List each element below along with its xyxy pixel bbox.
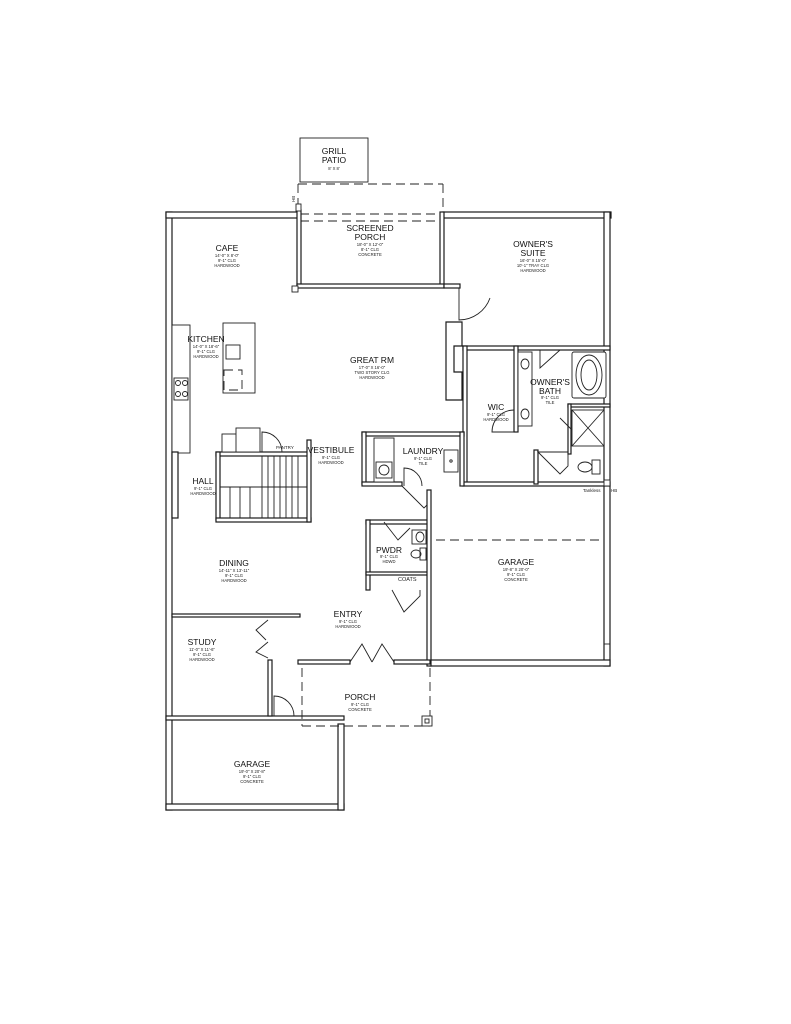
cafe-ceiling: 9'-1" CLG	[218, 258, 236, 263]
laundry-floor: TILE	[419, 461, 428, 466]
hall-ceiling: 9'-1" CLG	[194, 486, 212, 491]
pantry-label: PANTRY	[276, 445, 294, 450]
garage-main-label: GARAGE	[498, 557, 535, 567]
cafe-label: CAFE	[216, 243, 239, 253]
kitchen-dim: 14'-0" X 18'-6"	[193, 344, 220, 349]
garage-side-ceiling: 9'-1" CLG	[243, 774, 261, 779]
grill-patio: GRILL PATIO 8' X 8'	[299, 137, 369, 183]
grill-patio-dim: 8' X 8'	[328, 166, 340, 171]
screened-porch-ceiling: 8'-1" CLG	[361, 247, 379, 252]
hall-floor: HARDWOOD	[190, 491, 215, 496]
porch-ceiling: 9'-1" CLG	[351, 702, 369, 707]
cafe-dim: 14'-0" X 8'-0"	[215, 253, 240, 258]
owners-bath-ceiling: 9'-1" CLG	[541, 395, 559, 400]
study-dim: 11'-0" X 11'-6"	[189, 647, 215, 652]
dining-dim: 14'-11" X 13'-11"	[219, 568, 250, 573]
vestibule-label: VESTIBULE	[308, 445, 355, 455]
pwdr-ceiling: 9'-1" CLG	[380, 554, 398, 559]
garage-main-floor: CONCRETE	[504, 577, 528, 582]
owners-bath-label-2: BATH	[539, 386, 561, 396]
dining-floor: HARDWOOD	[221, 578, 246, 583]
front-porch: PORCH 9'-1" CLG CONCRETE	[301, 668, 433, 727]
owners-bath-label-1: OWNER'S	[530, 377, 570, 387]
study-label: STUDY	[188, 637, 217, 647]
porch-floor: CONCRETE	[348, 707, 372, 712]
entry-ceiling: 9'-1" CLG	[339, 619, 357, 624]
owners-wing: OWNER'S SUITE 16'-0" X 15'-0" 10'-1" TRA…	[462, 239, 617, 493]
garage-side-label: GARAGE	[234, 759, 271, 769]
study-floor: HARDWOOD	[189, 657, 214, 662]
pwdr-label: PWDR	[376, 545, 402, 555]
owners-bath-floor: TILE	[546, 400, 555, 405]
kitchen-area: CAFE 14'-0" X 8'-0" 9'-1" CLG HARDWOOD K…	[171, 243, 256, 454]
tankless-note: Tankless	[583, 488, 601, 493]
great-room: GREAT RM 17'-0" X 16'-0" TWO STORY CLG H…	[350, 321, 463, 401]
garage-side-dim: 19'-0" X 20'-8"	[239, 769, 266, 774]
vestibule-floor: HARDWOOD	[318, 460, 343, 465]
exterior-walls	[165, 211, 612, 811]
garage-main-ceiling: 9'-1" CLG	[507, 572, 525, 577]
great-rm-label: GREAT RM	[350, 355, 394, 365]
laundry-label: LAUNDRY	[403, 446, 444, 456]
screened-porch-dim: 18'-0" X 12'-0"	[357, 242, 384, 247]
wic-floor: HARDWOOD	[483, 417, 508, 422]
kitchen-ceiling: 9'-1" CLG	[197, 349, 215, 354]
garage-main-dim: 19'-8" X 20'-0"	[503, 567, 530, 572]
vestibule-laundry: VESTIBULE 9'-1" CLG HARDWOOD LAUNDRY 9'-…	[308, 431, 465, 509]
laundry-ceiling: 9'-1" CLG	[414, 456, 432, 461]
great-rm-dim: 17'-0" X 16'-0"	[359, 365, 386, 370]
pwdr-floor: HDWD	[382, 559, 395, 564]
screened-porch: HB SCREENED PORCH 18'-0" X 12'-0" 8'-1" …	[291, 183, 491, 321]
owners-suite-ceiling: 10'-1" TRAY CLG	[517, 263, 549, 268]
great-rm-ceiling: TWO STORY CLG	[355, 370, 390, 375]
study-ceiling: 9'-1" CLG	[193, 652, 211, 657]
screened-porch-label-2: PORCH	[355, 232, 386, 242]
entry-label: ENTRY	[334, 609, 363, 619]
grill-patio-label-2: PATIO	[322, 155, 347, 165]
coats-label: COATS	[398, 577, 417, 583]
front-rooms: DINING 14'-11" X 13'-11" 9'-1" CLG HARDW…	[171, 558, 431, 717]
owners-suite-floor: HARDWOOD	[520, 268, 545, 273]
powder-coats: PWDR 9'-1" CLG HDWD COATS	[365, 489, 432, 667]
garage-side-floor: CONCRETE	[240, 779, 264, 784]
hose-bib-right: HB	[611, 488, 617, 493]
screened-porch-label-1: SCREENED	[346, 223, 393, 233]
cafe-floor: HARDWOOD	[214, 263, 239, 268]
dining-ceiling: 9'-1" CLG	[225, 573, 243, 578]
wic-ceiling: 9'-1" CLG	[487, 412, 505, 417]
owners-suite-dim: 16'-0" X 15'-0"	[520, 258, 547, 263]
hose-bib-top: HB	[291, 196, 296, 202]
main-garage: GARAGE 19'-8" X 20'-0" 9'-1" CLG CONCRET…	[436, 539, 610, 645]
kitchen-floor: HARDWOOD	[193, 354, 218, 359]
vestibule-ceiling: 9'-1" CLG	[322, 455, 340, 460]
dining-label: DINING	[219, 558, 249, 568]
kitchen-label: KITCHEN	[187, 334, 224, 344]
owners-suite-label-2: SUITE	[520, 248, 545, 258]
screened-porch-floor: CONCRETE	[358, 252, 382, 257]
porch-label: PORCH	[345, 692, 376, 702]
owners-suite-label-1: OWNER'S	[513, 239, 553, 249]
stair-core: PANTRY HALL 9'-1" CLG HARDWOOD	[171, 427, 312, 523]
hall-label: HALL	[192, 476, 214, 486]
entry-floor: HARDWOOD	[335, 624, 360, 629]
wic-label: WIC	[488, 402, 505, 412]
grill-patio-label-1: GRILL	[322, 146, 347, 156]
side-garage: GARAGE 19'-0" X 20'-8" 9'-1" CLG CONCRET…	[234, 759, 271, 784]
great-rm-floor: HARDWOOD	[359, 375, 384, 380]
